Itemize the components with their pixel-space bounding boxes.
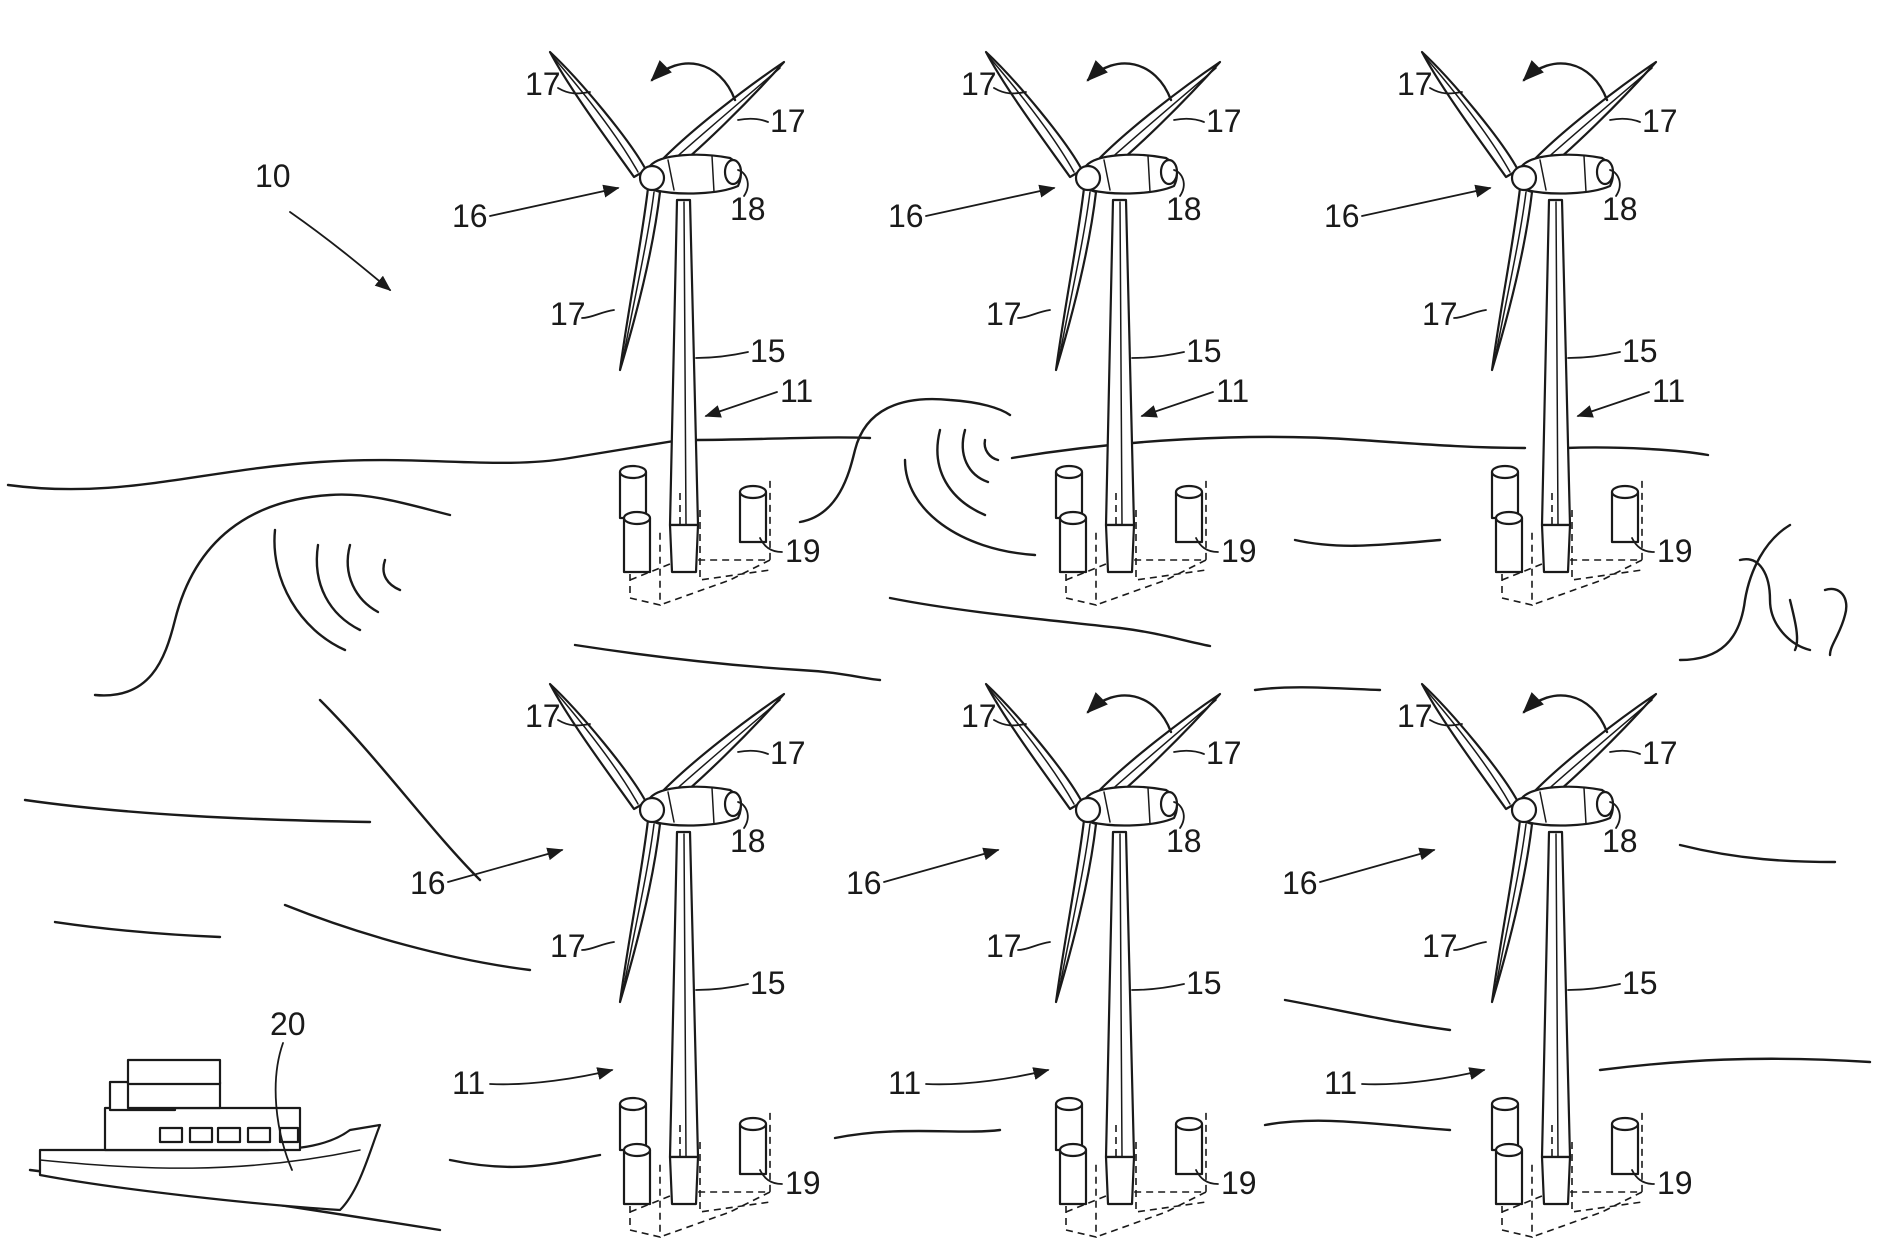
buoyancy-column <box>1496 518 1522 572</box>
rotor-label: 16 <box>410 865 446 901</box>
buoyancy-column <box>624 1150 650 1204</box>
service-vessel: 20 <box>40 1006 380 1210</box>
turbine-arrow <box>926 1070 1048 1084</box>
blade-label: 17 <box>525 698 561 734</box>
rotor-hub <box>640 166 664 190</box>
blade-label: 17 <box>1422 928 1458 964</box>
tower-label: 15 <box>1186 333 1222 369</box>
vessel-label: 20 <box>270 1006 306 1042</box>
rotor-label: 16 <box>1324 198 1360 234</box>
nacelle-label: 18 <box>1602 191 1638 227</box>
blade-label: 17 <box>1206 103 1242 139</box>
blade-label: 17 <box>986 928 1022 964</box>
rotation-arrow <box>1524 63 1607 100</box>
foundation-label: 19 <box>1657 533 1693 569</box>
tower-label: 15 <box>1186 965 1222 1001</box>
rotor-arrow <box>926 188 1054 216</box>
blade-label: 17 <box>961 66 997 102</box>
turbine-arrow <box>706 392 777 416</box>
foundation-label: 19 <box>785 1165 821 1201</box>
turbine-arrow <box>1362 1070 1484 1084</box>
rotor-arrow <box>884 850 998 882</box>
turbine-arrow <box>1578 392 1649 416</box>
blade-label: 17 <box>550 928 586 964</box>
turbine-arrow <box>1142 392 1213 416</box>
blade-label: 17 <box>770 735 806 771</box>
tower-label: 15 <box>750 333 786 369</box>
foundation-label: 19 <box>785 533 821 569</box>
tower-label: 15 <box>1622 965 1658 1001</box>
nacelle-label: 18 <box>730 823 766 859</box>
tower-label: 15 <box>1622 333 1658 369</box>
blade-label: 17 <box>525 66 561 102</box>
rotor-hub <box>640 798 664 822</box>
buoyancy-column <box>1176 1124 1202 1174</box>
rotor-label: 16 <box>888 198 924 234</box>
rotor-hub <box>1076 798 1100 822</box>
buoyancy-column <box>1176 492 1202 542</box>
buoyancy-column <box>1612 1124 1638 1174</box>
rotor-hub <box>1512 798 1536 822</box>
foundation-label: 19 <box>1221 1165 1257 1201</box>
rotation-arrow <box>1088 695 1171 732</box>
rotor-arrow <box>1362 188 1490 216</box>
buoyancy-column <box>1612 492 1638 542</box>
turbine-label: 11 <box>1216 373 1249 409</box>
blade-label: 17 <box>1642 735 1678 771</box>
farm-label-group: 10 <box>255 158 390 290</box>
wind-turbine: 17 17 17 18 15 11 19 16 <box>888 52 1257 605</box>
rotation-arrow <box>1088 63 1171 100</box>
turbine-label: 11 <box>452 1065 485 1101</box>
blade-label: 17 <box>770 103 806 139</box>
nacelle-label: 18 <box>1166 823 1202 859</box>
farm-label: 10 <box>255 158 291 194</box>
nacelle-label: 18 <box>730 191 766 227</box>
farm-arrow <box>290 212 390 290</box>
tower-label: 15 <box>750 965 786 1001</box>
blade-label: 17 <box>1422 296 1458 332</box>
turbine-label: 11 <box>780 373 813 409</box>
rotor-arrow <box>490 188 618 216</box>
turbine-label: 11 <box>1652 373 1685 409</box>
rotor-label: 16 <box>846 865 882 901</box>
blade-label: 17 <box>1397 66 1433 102</box>
rotation-arrow <box>1524 695 1607 732</box>
foundation-label: 19 <box>1221 533 1257 569</box>
wind-turbine: 17 17 17 18 15 11 19 16 <box>452 52 821 605</box>
rotor-arrow <box>1320 850 1434 882</box>
rotor-label: 16 <box>452 198 488 234</box>
turbine-label: 11 <box>1324 1065 1357 1101</box>
nacelle-label: 18 <box>1602 823 1638 859</box>
buoyancy-column <box>624 518 650 572</box>
turbine-array: 17 17 17 18 15 11 19 16 17 17 17 18 15 11 19 16 17 17 17 18… <box>410 52 1693 1237</box>
foundation-label: 19 <box>1657 1165 1693 1201</box>
rotation-arrow <box>652 63 735 100</box>
buoyancy-column <box>740 1124 766 1174</box>
buoyancy-column <box>1060 1150 1086 1204</box>
buoyancy-column <box>1496 1150 1522 1204</box>
rotor-hub <box>1512 166 1536 190</box>
blade-label: 17 <box>986 296 1022 332</box>
wind-turbine: 17 17 17 18 15 11 19 16 <box>1324 52 1693 605</box>
buoyancy-column <box>1060 518 1086 572</box>
turbine-arrow <box>490 1070 612 1084</box>
wind-turbine: 17 17 17 18 15 19 16 11 <box>1282 684 1693 1237</box>
blade-label: 17 <box>961 698 997 734</box>
buoyancy-column <box>740 492 766 542</box>
blade-label: 17 <box>550 296 586 332</box>
blade-label: 17 <box>1397 698 1433 734</box>
turbine-label: 11 <box>888 1065 921 1101</box>
blade-label: 17 <box>1206 735 1242 771</box>
nacelle-label: 18 <box>1166 191 1202 227</box>
blade-label: 17 <box>1642 103 1678 139</box>
wind-turbine: 17 17 17 18 15 19 16 11 <box>846 684 1257 1237</box>
rotor-hub <box>1076 166 1100 190</box>
rotor-label: 16 <box>1282 865 1318 901</box>
